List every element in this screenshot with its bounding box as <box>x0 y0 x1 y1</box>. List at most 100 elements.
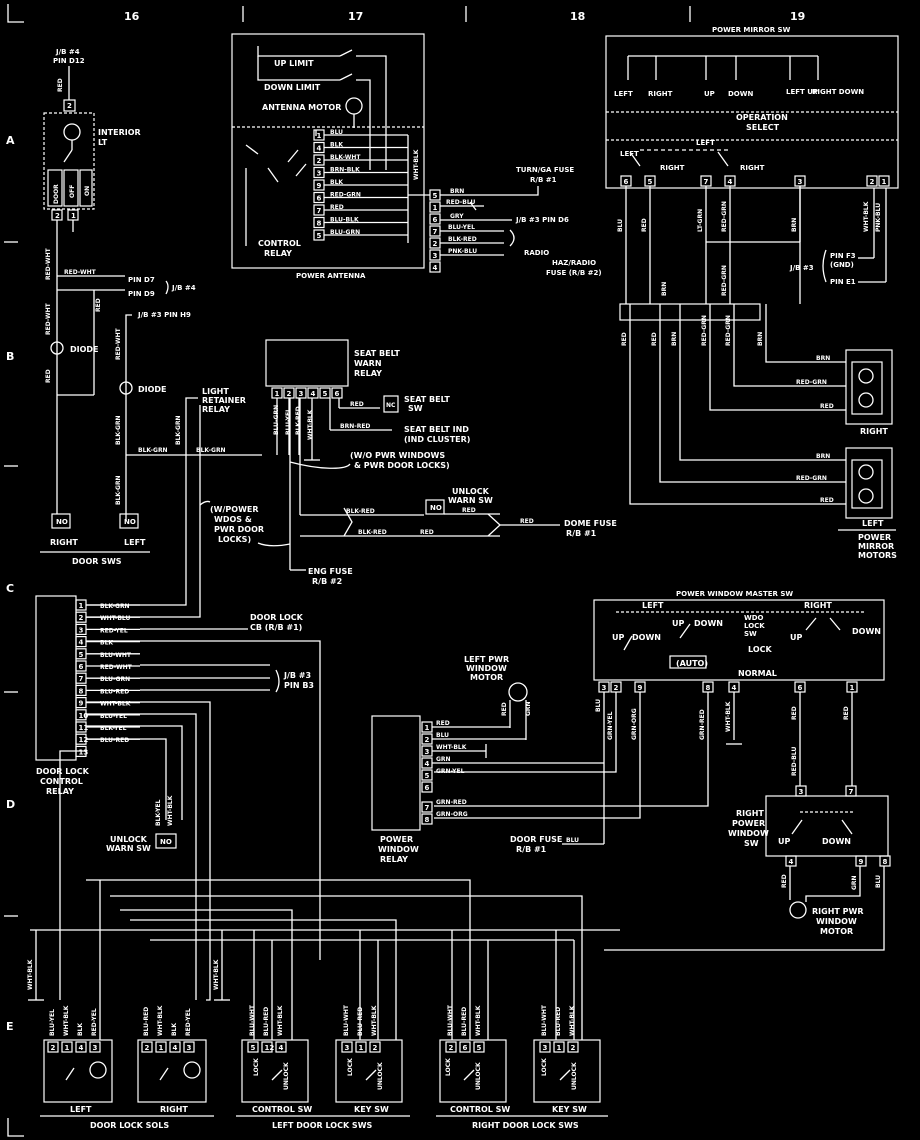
svg-text:BRN: BRN <box>816 453 830 460</box>
right-control-sw <box>439 1039 507 1103</box>
svg-text:BLU-YEL: BLU-YEL <box>285 408 292 435</box>
svg-text:RIGHT: RIGHT <box>660 164 685 172</box>
pin-number: 1 <box>850 684 855 692</box>
svg-text:WHT-BLK: WHT-BLK <box>307 409 314 440</box>
lock-label: LOCK <box>253 1058 260 1076</box>
pin-number: 4 <box>173 1044 178 1052</box>
pin-number: 1 <box>882 178 887 186</box>
pin-number: 7 <box>425 804 430 812</box>
svg-text:KEY SW: KEY SW <box>354 1105 389 1114</box>
svg-text:SELECT: SELECT <box>746 123 780 132</box>
svg-text:DOWN: DOWN <box>694 619 723 628</box>
svg-text:LOCK: LOCK <box>748 645 772 654</box>
pin-number: 11 <box>79 724 89 732</box>
wire-label: BLU-RED <box>143 1007 150 1036</box>
pin-number: 5 <box>79 651 84 659</box>
svg-text:POWER: POWER <box>732 819 765 828</box>
wire-label: LT-GRN <box>697 209 704 232</box>
pw-relay-pin <box>421 769 433 781</box>
pin-number: 2 <box>145 1044 150 1052</box>
diode-left-label: DIODE <box>70 345 99 354</box>
solenoid-contact <box>159 1067 169 1081</box>
grid-row-e: E <box>6 1020 14 1033</box>
svg-text:LEFT UP: LEFT UP <box>786 88 818 96</box>
svg-text:FUSE (R/B #2): FUSE (R/B #2) <box>546 269 602 277</box>
svg-text:RIGHT: RIGHT <box>804 601 832 610</box>
svg-text:RED: RED <box>45 369 52 383</box>
wire-label: GRN-ORG <box>631 708 638 740</box>
svg-text:BLK-YEL: BLK-YEL <box>155 799 162 826</box>
svg-text:RED-BLU: RED-BLU <box>446 199 475 206</box>
svg-text:RIGHT: RIGHT <box>648 90 673 98</box>
svg-text:BRN: BRN <box>816 355 830 362</box>
svg-text:BLU-YEL: BLU-YEL <box>448 224 475 231</box>
svg-text:R/B #1: R/B #1 <box>516 845 547 854</box>
svg-text:DOWN: DOWN <box>632 633 661 642</box>
switch-pin <box>539 1041 551 1053</box>
door-sw-right-no: NO <box>56 518 68 526</box>
pin-number: 4 <box>433 264 438 272</box>
switch-contact <box>365 1069 377 1081</box>
unlock-warn-sw-bottom <box>155 833 177 849</box>
wire-label: BLK-WHT <box>330 154 361 161</box>
harness-wire <box>86 701 211 1001</box>
svg-text:2: 2 <box>67 102 72 110</box>
wire-label: BLU-GRN <box>100 676 130 683</box>
diode-right-icon <box>119 381 133 395</box>
pin-number: 3 <box>299 390 304 398</box>
wire-label: BLU-YEL <box>49 1009 56 1036</box>
wire-label: BLU-RED <box>100 688 129 695</box>
wire-label: BLK <box>77 1023 84 1036</box>
svg-text:UP: UP <box>612 633 624 642</box>
diode-left-icon <box>50 341 64 355</box>
jb4-label: J/B #4 <box>55 48 80 56</box>
wire-label: BLU <box>617 219 624 232</box>
svg-text:KEY SW: KEY SW <box>552 1105 587 1114</box>
unlock-label: UNLOCK <box>475 1062 482 1090</box>
wire-label: RED <box>330 204 344 211</box>
pin-number: 6 <box>335 390 340 398</box>
pin-number: 2 <box>433 240 438 248</box>
svg-text:RED-GRN: RED-GRN <box>796 475 827 482</box>
pin-number: 12 <box>265 1044 275 1052</box>
wire-label: WHT-BLK <box>63 1005 70 1036</box>
pin-number: 4 <box>728 178 733 186</box>
wire-label: BLU-GRN <box>330 229 360 236</box>
pin-number: 2 <box>373 1044 378 1052</box>
svg-text:RIGHT: RIGHT <box>740 164 765 172</box>
harness-wire <box>59 750 86 1000</box>
pin-number: 7 <box>79 675 84 683</box>
wire-label: BLU-WHT <box>249 1004 256 1036</box>
down-limit-label: DOWN LIMIT <box>264 83 321 92</box>
svg-text:UP: UP <box>790 633 802 642</box>
seat-belt-warn-relay <box>265 339 349 387</box>
pin-number: 6 <box>317 195 322 203</box>
pin-number: 6 <box>79 663 84 671</box>
pin-number: 2 <box>287 390 292 398</box>
pin-number: 4 <box>317 145 322 153</box>
pin-number: 5 <box>425 772 430 780</box>
pin-number: 12 <box>79 736 89 744</box>
right-pw-sw-pin <box>795 785 807 797</box>
mirror-connector <box>619 303 761 321</box>
svg-text:DOWN: DOWN <box>728 90 753 98</box>
pin-number: 7 <box>704 178 709 186</box>
pin-number: 6 <box>463 1044 468 1052</box>
pin-number: 4 <box>79 1044 84 1052</box>
switch-pin <box>553 1041 565 1053</box>
grid-col-18: 18 <box>570 10 585 23</box>
harness-wire <box>86 738 167 820</box>
svg-text:RED-BLU: RED-BLU <box>791 747 798 776</box>
pin-number: 5 <box>251 1044 256 1052</box>
grid-column-markers: 16 17 18 19 <box>7 4 805 23</box>
wire-label: BLU-RED <box>263 1007 270 1036</box>
interior-light-section: J/B #4 PIN D12 RED 2 INTERIOR LT DOOR OF… <box>40 48 262 566</box>
harness-wire <box>86 713 197 1000</box>
svg-text:RED: RED <box>843 706 850 720</box>
pin-number: 8 <box>706 684 711 692</box>
svg-text:MOTORS: MOTORS <box>858 551 897 560</box>
svg-text:WHT-BLK: WHT-BLK <box>413 149 420 180</box>
pin-number: 3 <box>317 170 322 178</box>
pin-number: 7 <box>849 788 854 796</box>
svg-text:UP: UP <box>672 619 684 628</box>
